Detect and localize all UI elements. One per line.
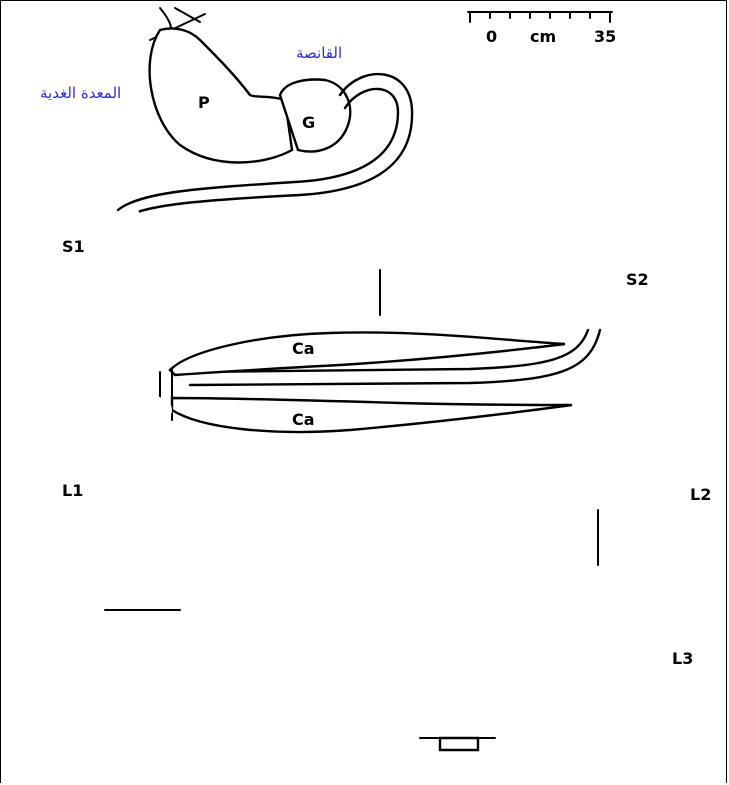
label-ca-bottom: Ca xyxy=(292,410,315,429)
label-l1: L1 xyxy=(62,481,83,500)
label-p: P xyxy=(198,93,210,112)
label-g: G xyxy=(302,113,315,132)
lower-intestine-l3 xyxy=(151,588,635,740)
label-s1: S1 xyxy=(62,237,85,256)
label-s2: S2 xyxy=(626,270,649,289)
scale-bar xyxy=(468,12,612,22)
label-proventriculus-arabic: المعدة الغدية xyxy=(40,84,121,102)
cloaca-end xyxy=(440,738,478,750)
caecum-upper xyxy=(170,332,565,375)
esophagus-line xyxy=(175,8,200,22)
scale-start: 0 xyxy=(486,27,497,46)
label-ca-top: Ca xyxy=(292,339,315,358)
label-l2: L2 xyxy=(690,485,711,504)
large-intestine xyxy=(123,406,670,588)
proventriculus-organ xyxy=(150,28,292,162)
small-intestine xyxy=(116,214,600,330)
caecum-lower xyxy=(172,398,572,432)
scale-unit: cm xyxy=(530,27,556,46)
label-gizzard-arabic: القانصة xyxy=(296,44,342,62)
label-l3: L3 xyxy=(672,649,693,668)
scale-end: 35 xyxy=(594,27,616,46)
